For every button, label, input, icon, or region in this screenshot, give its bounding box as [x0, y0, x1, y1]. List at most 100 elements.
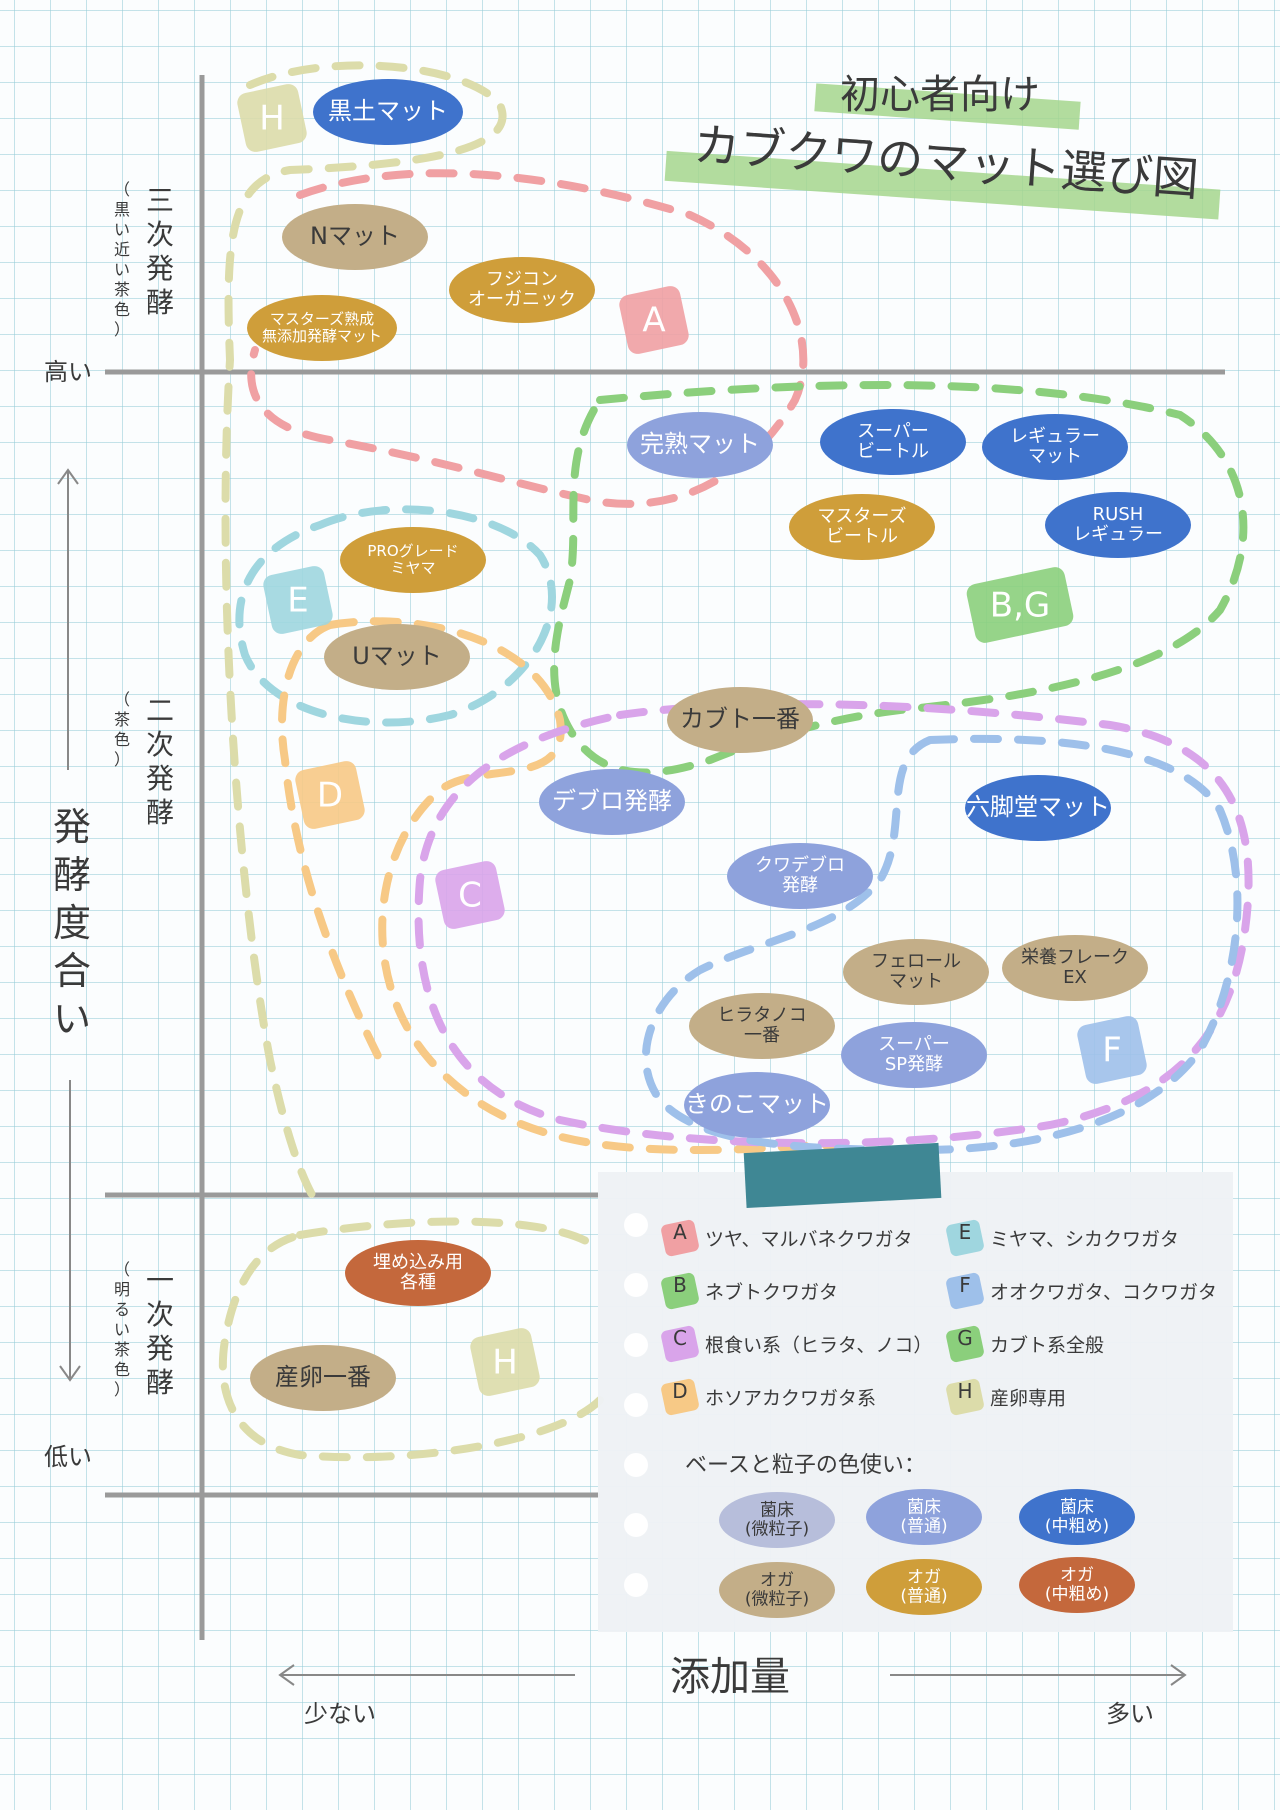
- legend-letter: E: [959, 1220, 972, 1244]
- y-axis-title-char: 度: [53, 901, 91, 945]
- level-note-char: る: [114, 1300, 130, 1319]
- y-low-label: 低い: [44, 1443, 92, 1471]
- mat-pill-shape: [324, 624, 470, 690]
- x-high-label: 多い: [1106, 1700, 1154, 1728]
- y-arrow-up-head: [57, 468, 79, 485]
- legend-letter-blob: [661, 1272, 699, 1310]
- x-arrow-right-head: [1170, 1664, 1187, 1686]
- group-mark-d-label: D: [317, 776, 343, 816]
- legend-swatch-shape: [719, 1492, 835, 1548]
- y-axis-title-char: い: [53, 997, 91, 1041]
- mat-pill-label: ヒラタノコ: [717, 1005, 806, 1026]
- group-mark-bg-label: B,G: [990, 586, 1050, 626]
- mat-pill-label: 埋め込み用: [373, 1252, 463, 1273]
- mat-pill-shape: [689, 993, 835, 1059]
- legend-color-swatches: 菌床(微粒子)菌床(普通)菌床(中粗め)オガ(微粒子)オガ(普通)オガ(中粗め): [719, 1489, 1135, 1618]
- legend-swatch-label: (普通): [900, 1517, 947, 1537]
- level-note-char: ）: [114, 750, 130, 769]
- level-note-char: （: [114, 180, 130, 199]
- mat-pill: カブト一番: [667, 687, 813, 753]
- level-note-char: 明: [114, 1280, 130, 1299]
- mat-pill-label: SP発酵: [885, 1054, 943, 1075]
- legend-letter-blob: [661, 1378, 699, 1416]
- level-name-char: 酵: [146, 1366, 174, 1399]
- x-axis-title: 添加量: [670, 1654, 790, 1700]
- legend-swatch-shape: [719, 1562, 835, 1618]
- mat-pill-label: 無添加発酵マット: [262, 327, 382, 345]
- level-note-char: い: [114, 260, 130, 279]
- mat-pill-label: マット: [889, 971, 943, 992]
- y-axis-title-char: 合: [53, 949, 91, 993]
- mat-pill-label: RUSH: [1093, 504, 1144, 525]
- level-note-char: 茶: [114, 1340, 130, 1359]
- group-mark-d-blob: [295, 761, 365, 829]
- group-h-bottom-outline: [218, 1217, 604, 1462]
- level-note-char: （: [114, 1260, 130, 1279]
- mat-pill-label: 各種: [400, 1272, 436, 1293]
- legend-swatch-kinsho-coarse: 菌床(中粗め): [1019, 1489, 1135, 1545]
- mat-pill-shape: [627, 412, 773, 478]
- mat-pill-label: 産卵一番: [275, 1363, 371, 1391]
- legend-text: ツヤ、マルバネクワガタ: [705, 1229, 912, 1251]
- group-mark-e-blob: [263, 566, 333, 634]
- mat-pill-label: ビートル: [857, 441, 929, 462]
- level-name-char: 次: [146, 1298, 174, 1331]
- mat-pill-label: Nマット: [310, 222, 400, 250]
- mat-pill-label: Uマット: [352, 642, 442, 670]
- level-note-char: ）: [114, 320, 130, 339]
- group-mark-h1-blob: [237, 84, 307, 152]
- mat-pill-label: レギュラー: [1073, 524, 1163, 545]
- level-note-char: 近: [114, 240, 130, 259]
- level-name-char: 次: [146, 728, 174, 761]
- mat-pill-label: マスターズ熟成: [270, 310, 374, 328]
- group-mark-a-label: A: [642, 301, 665, 341]
- mat-pill-label: スーパー: [878, 1034, 950, 1055]
- legend-base-title: ベースと粒子の色使い：: [685, 1453, 926, 1478]
- mat-pill-shape: [982, 414, 1128, 480]
- legend-swatch-label: (中粗め): [1045, 1517, 1109, 1537]
- mat-pill-shape: [965, 775, 1111, 841]
- legend-text: ネブトクワガタ: [705, 1281, 838, 1304]
- mat-pill-shape: [1002, 935, 1148, 1001]
- mat-pill-label: 六脚堂マット: [966, 793, 1110, 821]
- mat-pill-shape: [449, 257, 595, 323]
- legend-swatch-kinsho-normal: 菌床(普通): [866, 1489, 982, 1545]
- legend-swatch-oga-normal: オガ(普通): [866, 1559, 982, 1615]
- mat-pills: 黒土マットNマットフジコンオーガニックマスターズ熟成無添加発酵マット完熟マットス…: [247, 79, 1191, 1411]
- mat-pill-label: デブロ発酵: [552, 787, 672, 815]
- mat-pill-label: レギュラー: [1010, 426, 1100, 447]
- legend-text: ホソアカクワガタ系: [705, 1388, 876, 1410]
- mat-pill-shape: [667, 687, 813, 753]
- legend-letter: B: [673, 1273, 687, 1297]
- mat-pill: 産卵一番: [250, 1345, 396, 1411]
- group-a-outline: [247, 169, 808, 508]
- group-mark-h2-blob: [470, 1328, 540, 1396]
- level-note-char: （: [114, 690, 130, 709]
- legend-swatch-kinsho-fine: 菌床(微粒子): [719, 1492, 835, 1548]
- group-mark-h2-label: H: [492, 1343, 518, 1383]
- group-mark-a-blob: [619, 286, 689, 354]
- group-mark-c-label: C: [458, 876, 482, 916]
- legend-swatch-label: 菌床: [907, 1498, 941, 1518]
- mat-pill-label: 栄養フレーク: [1021, 947, 1129, 968]
- mat-pill-label: フジコン: [486, 269, 558, 290]
- mat-pill-label: 発酵: [782, 875, 818, 896]
- mat-pill-shape: [789, 494, 935, 560]
- legend-letter-blob: [661, 1219, 699, 1257]
- legend-swatch-oga-fine: オガ(微粒子): [719, 1562, 835, 1618]
- mat-pill-shape: [1045, 492, 1191, 558]
- mat-pill: きのこマット: [684, 1072, 830, 1138]
- level-note-char: 黒: [114, 200, 130, 219]
